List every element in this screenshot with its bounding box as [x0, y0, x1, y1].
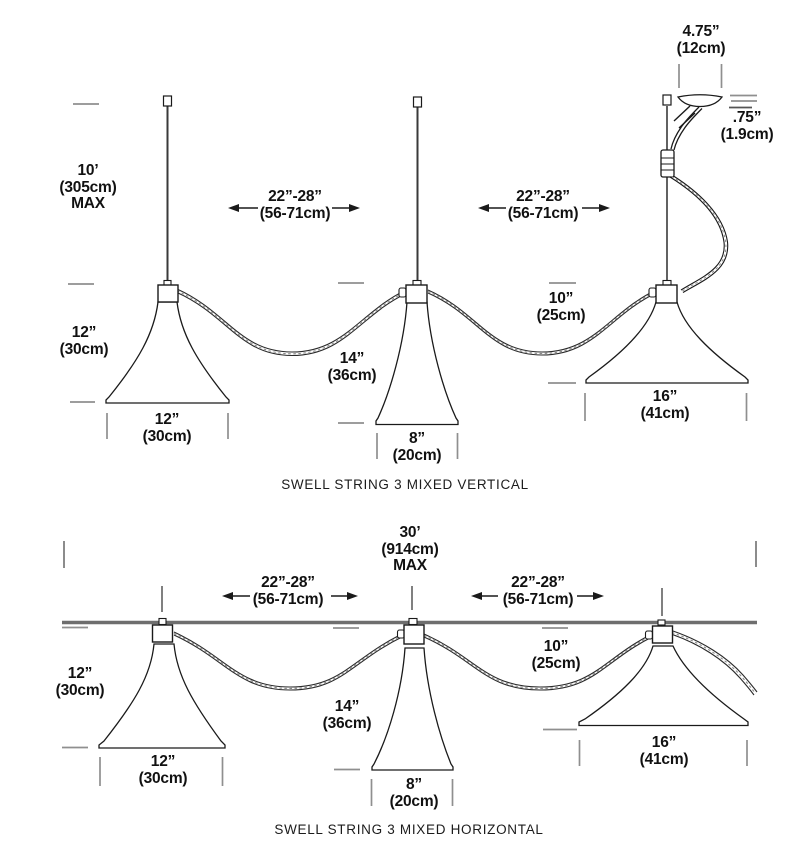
vertical-dimension-ticks — [68, 64, 757, 459]
dim-shade3-width: 16” (41cm) — [640, 388, 690, 422]
dim-line: .75” — [732, 109, 762, 126]
dim-line: (12cm) — [676, 39, 726, 57]
dim-line: 12” — [67, 665, 93, 682]
shade-cone-14in — [375, 301, 459, 426]
dim-max-drop: 10’ (305cm) MAX — [59, 162, 117, 213]
dim-line: MAX — [71, 195, 105, 212]
dim-line: (30cm) — [142, 427, 192, 445]
dim-line: (25cm) — [531, 654, 581, 672]
shade-bell-12in — [98, 643, 226, 749]
dim-line: (20cm) — [389, 792, 439, 810]
dim-line: (30cm) — [138, 769, 188, 787]
dim-line: 22”-28” — [268, 188, 322, 205]
dim-line: (30cm) — [55, 681, 105, 699]
cord-break-mark — [673, 105, 691, 122]
dim-line: 14” — [339, 350, 365, 367]
dim-shade3-width: 16” (41cm) — [639, 734, 689, 768]
dim-shade2-height: 14” (36cm) — [322, 698, 372, 732]
canopy-dish — [676, 94, 724, 108]
canopy-cordlet-2 — [673, 108, 703, 151]
trailing-cord-2 — [670, 633, 755, 696]
horizontal-caption: SWELL STRING 3 MIXED HORIZONTAL — [274, 822, 544, 837]
dim-line: 14” — [334, 698, 360, 715]
dim-line: 8” — [409, 430, 425, 447]
horizontal-overall-ticks — [63, 541, 757, 616]
shade-cone-14in — [371, 647, 454, 771]
trailing-cord — [672, 630, 758, 693]
horizontal-dimension-ticks — [62, 626, 748, 806]
dim-spacing-left: 22”-28” (56-71cm) — [259, 188, 331, 222]
dim-shade2-width: 8” (20cm) — [389, 776, 439, 810]
dim-spacing-right: 22”-28” (56-71cm) — [507, 188, 579, 222]
dim-line: (56-71cm) — [259, 204, 331, 222]
dim-line: 22”-28” — [261, 574, 315, 591]
dim-line: 10” — [548, 290, 574, 307]
horizontal-connectors — [151, 617, 674, 645]
vertical-swag-cords — [176, 288, 657, 357]
dim-line: (41cm) — [639, 750, 689, 768]
dim-line: 22”-28” — [511, 574, 565, 591]
canopy-assembly — [660, 94, 729, 293]
dim-line: 8” — [406, 776, 422, 793]
dim-line: (56-71cm) — [507, 204, 579, 222]
vertical-connectors — [157, 279, 678, 304]
dim-line: (36cm) — [322, 714, 372, 732]
dim-line: (56-71cm) — [502, 590, 574, 608]
vertical-caption: SWELL STRING 3 MIXED VERTICAL — [281, 477, 529, 492]
horizontal-shades — [98, 643, 749, 771]
dim-line: (1.9cm) — [720, 125, 774, 143]
shade-wide-10in — [585, 301, 749, 384]
horizontal-spacing-arrows — [222, 592, 604, 600]
dim-shade3-height: 10” (25cm) — [536, 290, 586, 324]
dim-line: 12” — [71, 324, 97, 341]
dim-line: (914cm) — [381, 540, 439, 558]
vertical-shades — [105, 301, 749, 426]
horizontal-swag-cords — [173, 630, 758, 696]
dim-max-run: 30’ (914cm) MAX — [381, 524, 439, 575]
dim-shade2-height: 14” (36cm) — [327, 350, 377, 384]
dim-line: (25cm) — [536, 306, 586, 324]
dim-line: 10” — [543, 638, 569, 655]
dim-line: 30’ — [399, 524, 421, 541]
vertical-spacing-arrows — [228, 204, 610, 212]
shade-wide-10in — [578, 645, 749, 727]
dim-spacing-left: 22”-28” (56-71cm) — [252, 574, 324, 608]
dim-line: (56-71cm) — [252, 590, 324, 608]
dim-line: (36cm) — [327, 366, 377, 384]
s-curve-cord-mid — [671, 176, 727, 292]
dim-line: 10’ — [77, 162, 99, 179]
dim-canopy-width: 4.75” (12cm) — [676, 23, 726, 57]
dim-line: 22”-28” — [516, 188, 570, 205]
dim-line: (20cm) — [392, 446, 442, 464]
dim-line: MAX — [393, 557, 427, 574]
dim-shade1-height: 12” (30cm) — [59, 324, 109, 358]
dim-canopy-height: .75” (1.9cm) — [720, 109, 774, 143]
dim-spacing-right: 22”-28” (56-71cm) — [502, 574, 574, 608]
dim-line: (305cm) — [59, 178, 117, 196]
shade-bell-12in — [105, 301, 230, 404]
dim-line: 4.75” — [682, 23, 720, 40]
dim-shade1-height: 12” (30cm) — [55, 665, 105, 699]
dim-line: 16” — [651, 734, 677, 751]
vertical-drop-cords — [166, 106, 668, 285]
dim-line: 12” — [154, 411, 180, 428]
cord-break-mark — [678, 112, 696, 129]
s-curve-cord-2 — [673, 175, 729, 293]
dim-shade3-height: 10” (25cm) — [531, 638, 581, 672]
dim-shade2-width: 8” (20cm) — [392, 430, 442, 464]
dim-line: 12” — [150, 753, 176, 770]
cord-top-fittings — [162, 94, 672, 108]
dim-line: (41cm) — [640, 404, 690, 422]
s-curve-cord — [669, 176, 725, 291]
dim-line: (30cm) — [59, 340, 109, 358]
dim-shade1-width: 12” (30cm) — [142, 411, 192, 445]
dim-shade1-width: 12” (30cm) — [138, 753, 188, 787]
dim-line: 16” — [652, 388, 678, 405]
